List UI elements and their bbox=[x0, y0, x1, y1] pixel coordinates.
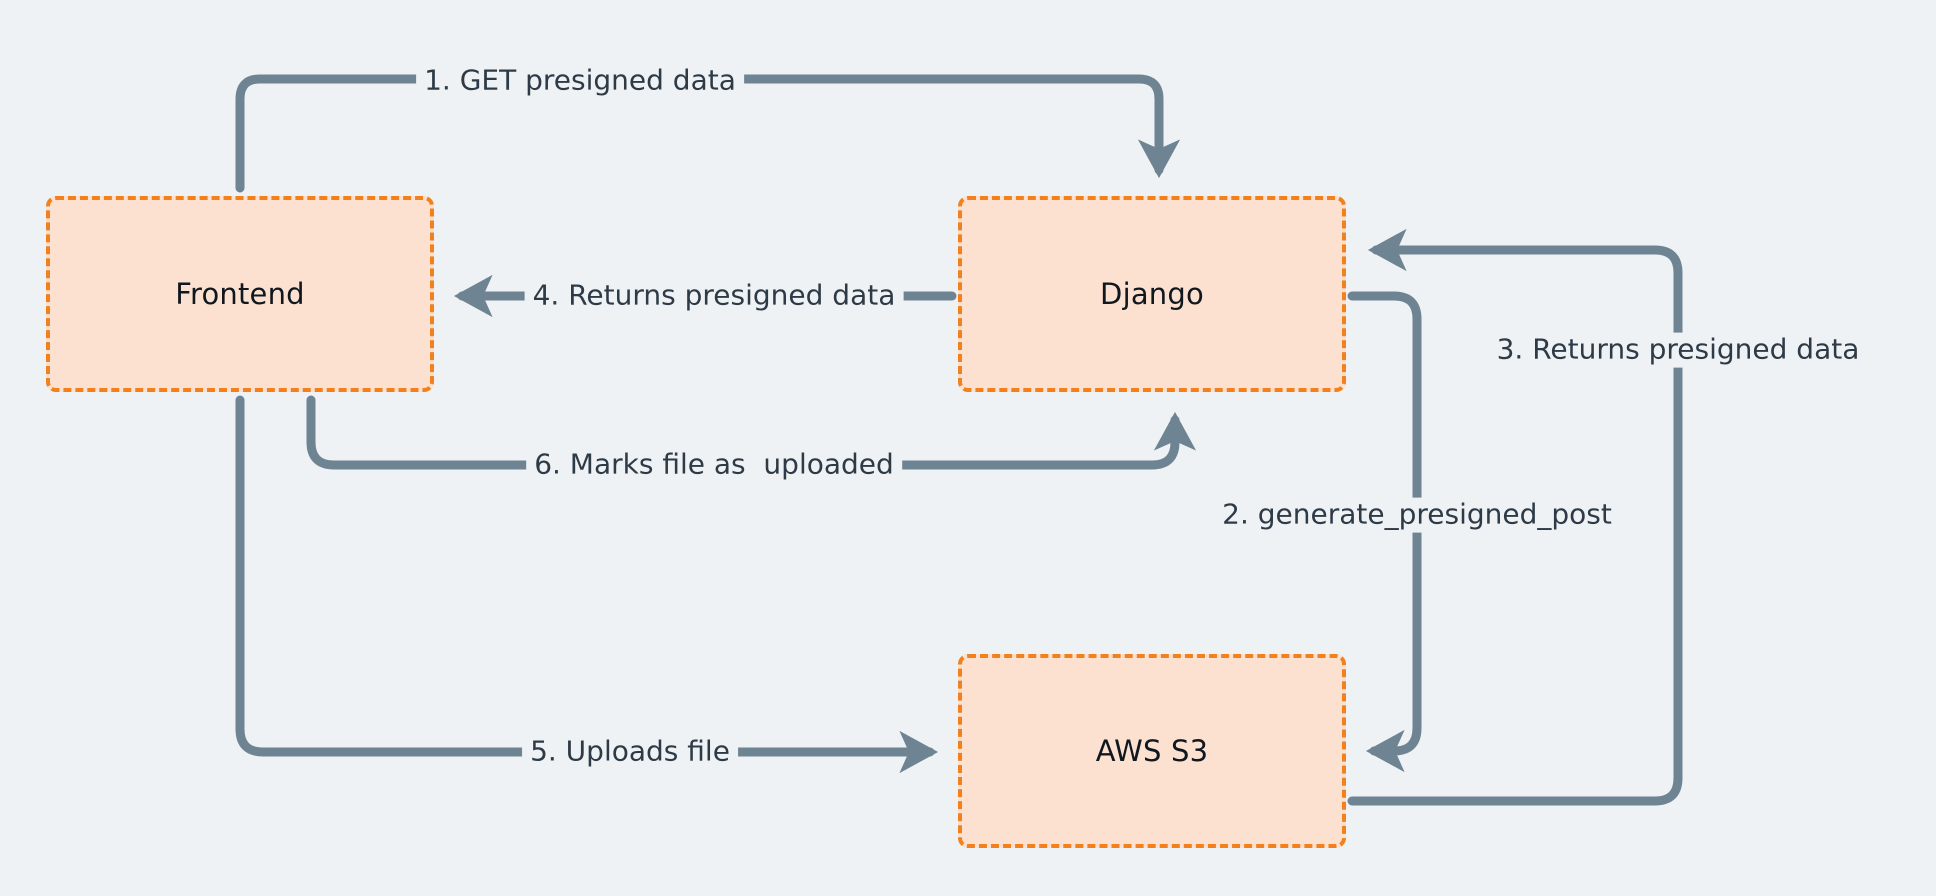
edge-path-3 bbox=[1347, 228, 1683, 806]
edge-label-5: 5. Uploads file bbox=[522, 734, 738, 770]
edge-label-2: 2. generate_presigned_post bbox=[1214, 497, 1620, 533]
node-aws-s3[interactable]: AWS S3 bbox=[958, 654, 1346, 848]
edge-label-6: 6. Marks file as uploaded bbox=[526, 447, 902, 483]
edge-label-4: 4. Returns presigned data bbox=[524, 278, 904, 314]
node-frontend[interactable]: Frontend bbox=[46, 196, 434, 392]
node-frontend-label: Frontend bbox=[175, 277, 305, 311]
node-django-label: Django bbox=[1100, 277, 1204, 311]
node-aws-s3-label: AWS S3 bbox=[1095, 734, 1209, 768]
node-django[interactable]: Django bbox=[958, 196, 1346, 392]
edge-path-5 bbox=[235, 395, 939, 774]
edge-label-3: 3. Returns presigned data bbox=[1488, 332, 1868, 368]
edge-label-1: 1. GET presigned data bbox=[416, 63, 744, 99]
